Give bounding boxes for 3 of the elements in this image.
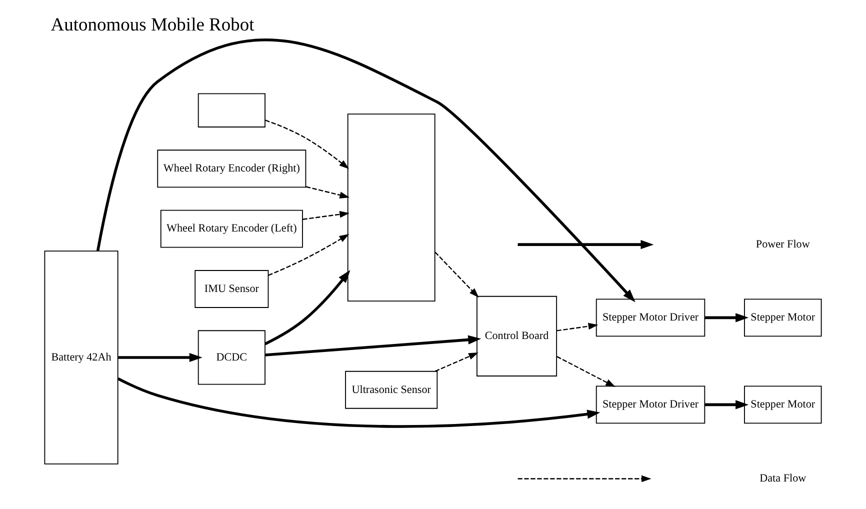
legend-label: Data Flow: [760, 472, 806, 485]
diagram-title: Autonomous Mobile Robot: [50, 15, 254, 36]
legend-label: Power Flow: [756, 238, 810, 250]
